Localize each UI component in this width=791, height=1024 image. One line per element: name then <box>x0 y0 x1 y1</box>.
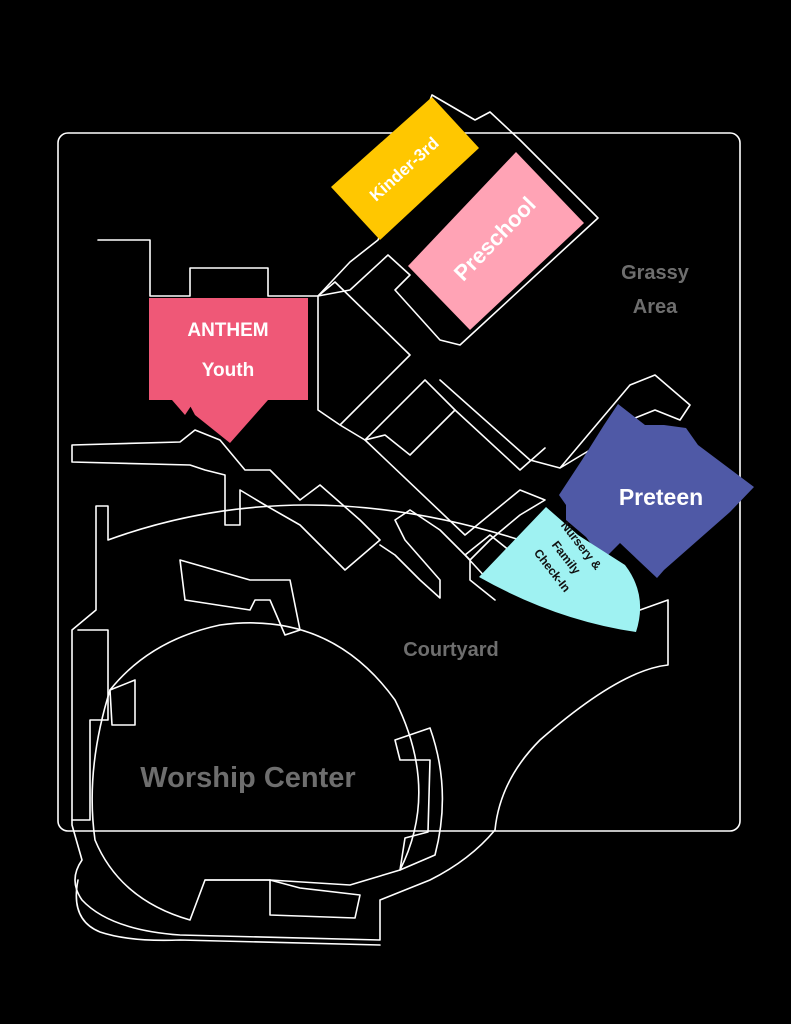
room-anthem-notch <box>172 400 195 415</box>
room-preteen <box>559 404 754 578</box>
north-wing-rooms <box>317 281 456 456</box>
room-anthem-label-line2: Youth <box>202 360 254 381</box>
worship-bottom-loop <box>75 879 381 946</box>
grassy-area-label-line1: Grassy <box>621 262 690 284</box>
room-preteen-label: Preteen <box>619 484 703 510</box>
worship-center-ring <box>91 622 420 921</box>
worship-side-room <box>394 727 444 871</box>
room-preschool <box>408 152 584 330</box>
west-corridor <box>71 429 381 571</box>
worship-left-rooms <box>71 629 136 821</box>
worship-center-label: Worship Center <box>140 762 355 794</box>
north-wing-outline <box>97 94 599 346</box>
worship-center-outline <box>71 504 669 941</box>
worship-stage <box>179 559 301 636</box>
courtyard-label: Courtyard <box>403 639 499 661</box>
room-nursery <box>479 507 641 632</box>
room-kinder <box>331 97 479 240</box>
worship-front-room <box>204 879 361 919</box>
room-anthem-label-line1: ANTHEM <box>187 320 268 341</box>
room-anthem <box>149 298 308 443</box>
grassy-area-label-line2: Area <box>633 296 678 318</box>
central-corridor <box>364 439 546 599</box>
